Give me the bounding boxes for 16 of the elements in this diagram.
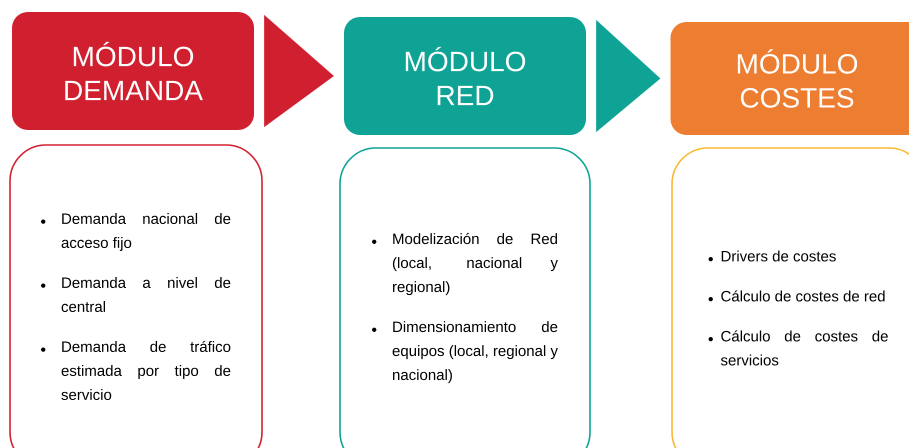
module-header: MÓDULO COSTES <box>670 22 909 135</box>
content-box <box>9 144 263 448</box>
arrow <box>596 20 660 132</box>
list-item: Demanda nacional de acceso fijo <box>62 213 230 251</box>
list-item: Dimensionamiento de equipos (local, regional y nacional) <box>392 321 558 384</box>
list-item: Demanda a nivel de central <box>62 277 230 312</box>
list-item: Drivers de costes <box>722 250 836 262</box>
arrow <box>264 14 334 128</box>
module-header: MÓDULO RED <box>344 17 586 135</box>
list-item: Cálculo de costes de servicios <box>720 330 888 366</box>
list-item: Demanda de tráfico estimada por tipo de servicio <box>61 340 230 400</box>
list-item: Modelización de Red (local, nacional y regional) <box>392 232 558 296</box>
content-box <box>671 147 909 448</box>
module-header: MÓDULO DEMANDA <box>12 12 254 130</box>
content-box <box>339 147 591 448</box>
list-item: Cálculo de costes de red <box>721 290 885 302</box>
